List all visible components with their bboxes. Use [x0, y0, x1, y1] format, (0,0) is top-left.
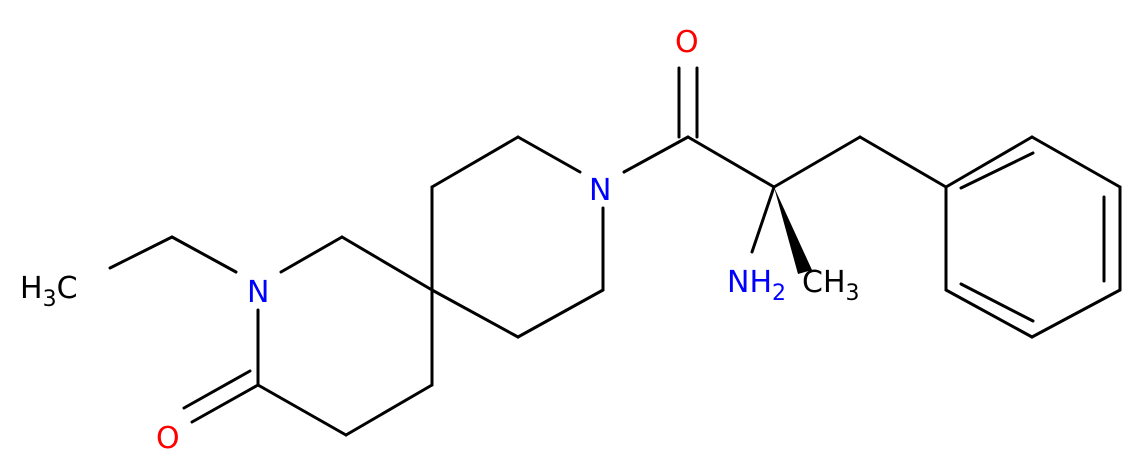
bond-ch2-ch2-lower [344, 383, 434, 437]
bond-ph-2 [1030, 135, 1122, 189]
methyl-left-subscript: 3 [43, 287, 57, 312]
bond-ph-inner-3 [959, 282, 1035, 323]
bond-n-amide-carbon [622, 135, 690, 174]
wedge-bond-chiral-methyl [774, 187, 812, 274]
bond-ch2-carbonyl [256, 383, 348, 437]
methyl-left-c: C [57, 271, 78, 306]
bond-bottom-spiro [430, 288, 520, 339]
amine-label: NH2 [727, 265, 786, 306]
bond-ch3-ch2 [108, 235, 174, 270]
bond-ph-inner-1 [959, 151, 1035, 190]
bond-ph-5 [944, 288, 1034, 339]
bond-ch2-spiro [340, 235, 434, 292]
amine-nh: NH [727, 265, 772, 300]
bond-carbonyl-o-2 [182, 369, 252, 410]
oxygen-amide-label: O [675, 25, 699, 60]
bond-chiral-nh2 [750, 185, 776, 254]
bond-chiral-ch2 [772, 135, 862, 189]
bond-amide-chiral [686, 135, 776, 189]
methyl-chiral-label: CH3 [802, 265, 860, 306]
methyl-left-h: H [20, 271, 43, 306]
bond-ph-4 [1030, 288, 1122, 339]
methyl-chiral-ch: CH [802, 265, 846, 300]
oxygen-lactam-label: O [156, 421, 180, 456]
nitrogen-piperidine-label: N [589, 173, 611, 208]
bond-ph-1 [944, 135, 1034, 189]
methyl-chiral-subscript: 3 [846, 281, 860, 306]
bond-carbonyl-o-1 [190, 383, 260, 424]
bond-layer [108, 66, 1122, 437]
bond-lower-right-bottom [516, 288, 605, 339]
bond-top-n [516, 135, 582, 174]
bond-ch2-n-lactam [170, 235, 238, 274]
bond-ch2-phenyl [858, 135, 948, 189]
atom-label-layer: H3C N O N O NH2 CH3 [20, 25, 860, 456]
bond-n-ch2-ring [279, 235, 344, 274]
nitrogen-lactam-label: N [247, 275, 269, 310]
bond-upper-left-top [430, 135, 520, 189]
methyl-left-label: H3C [20, 271, 78, 312]
amine-subscript: 2 [772, 281, 786, 306]
